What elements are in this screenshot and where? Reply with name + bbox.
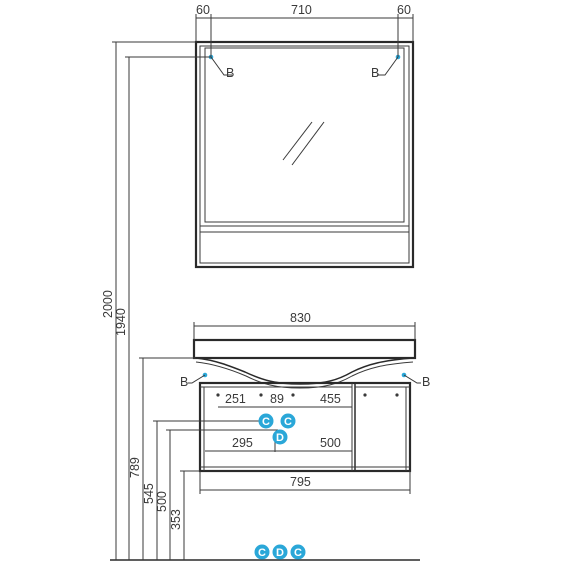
countertop bbox=[192, 338, 417, 360]
dim-545: 545 bbox=[142, 483, 156, 504]
height-dimensions: 2000 1940 789 545 500 353 C D C bbox=[101, 41, 420, 561]
leader-b-left bbox=[210, 56, 232, 76]
mirror-inner-frame bbox=[199, 45, 410, 264]
label-b-mirror-left: B bbox=[226, 66, 234, 80]
vanity-bottom-dimension: 795 bbox=[199, 471, 411, 494]
marker-c-left-label: C bbox=[262, 416, 270, 428]
leader-b-vanity-left bbox=[188, 374, 206, 384]
glass-reflection-line bbox=[291, 121, 325, 166]
marker-c-left bbox=[258, 413, 274, 429]
floor-marker-d-label: D bbox=[276, 547, 284, 559]
cabinet-internal-dimensions: 251 89 455 295 500 bbox=[205, 392, 352, 452]
floor-marker-d bbox=[272, 544, 288, 560]
vanity-top-dimension: 830 bbox=[193, 311, 416, 340]
dim-353: 353 bbox=[169, 509, 183, 530]
basin-edge bbox=[195, 361, 414, 389]
marker-c-right-label: C bbox=[284, 416, 292, 428]
drill-point bbox=[363, 393, 367, 397]
dim-789: 789 bbox=[128, 457, 142, 478]
dim-710: 710 bbox=[291, 3, 312, 17]
basin-outline bbox=[195, 357, 414, 385]
floor-marker-c-right bbox=[290, 544, 306, 560]
dim-500-vertical: 500 bbox=[155, 491, 169, 512]
dim-60-right: 60 bbox=[397, 3, 411, 17]
glass-reflection-line bbox=[282, 121, 313, 161]
floor-marker-c-left bbox=[254, 544, 270, 560]
dim-455: 455 bbox=[320, 392, 341, 406]
marker-d bbox=[272, 429, 288, 445]
marker-c-right bbox=[280, 413, 296, 429]
drill-point bbox=[291, 393, 295, 397]
marker-d-label: D bbox=[276, 432, 284, 444]
leader-b-vanity-right bbox=[403, 374, 421, 384]
mirror-outer-frame bbox=[194, 40, 415, 269]
dim-500-horizontal: 500 bbox=[320, 436, 341, 450]
mirror-glass bbox=[204, 47, 405, 223]
leader-b-right bbox=[377, 56, 399, 76]
dim-60-left: 60 bbox=[196, 3, 210, 17]
drill-point bbox=[259, 393, 263, 397]
dim-251: 251 bbox=[225, 392, 246, 406]
floor-marker-c-right-label: C bbox=[294, 547, 302, 559]
dim-1940: 1940 bbox=[114, 308, 128, 336]
floor-marker-c-left-label: C bbox=[258, 547, 266, 559]
dim-2000: 2000 bbox=[101, 290, 115, 318]
mirror-width-dimension: 60 710 60 bbox=[195, 3, 414, 57]
label-b-mirror-right: B bbox=[371, 66, 379, 80]
cabinet-body bbox=[198, 381, 412, 473]
drill-point bbox=[395, 393, 399, 397]
dim-830: 830 bbox=[290, 311, 311, 325]
dim-795: 795 bbox=[290, 475, 311, 489]
dim-89: 89 bbox=[270, 392, 284, 406]
mirror: B B bbox=[194, 40, 415, 269]
label-b-vanity-left: B bbox=[180, 375, 188, 389]
dim-295: 295 bbox=[232, 436, 253, 450]
drill-point bbox=[216, 393, 220, 397]
pipe-markers: C C D bbox=[170, 413, 296, 445]
vanity: B B bbox=[180, 338, 430, 473]
label-b-vanity-right: B bbox=[422, 375, 430, 389]
